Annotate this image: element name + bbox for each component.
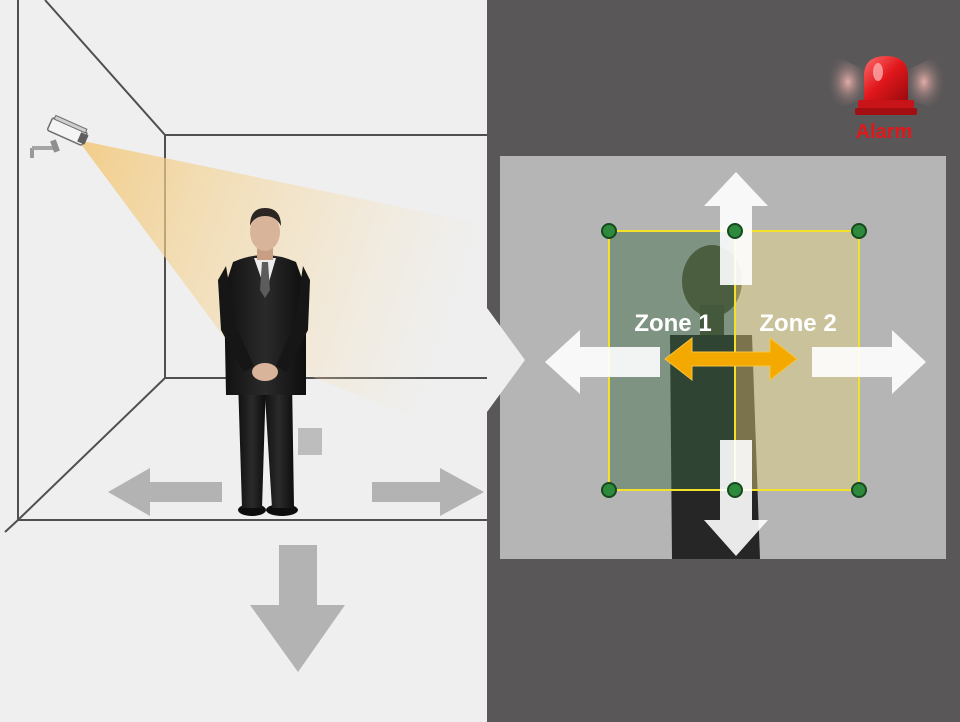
room-scene [0, 0, 487, 722]
corner-handle[interactable] [602, 483, 616, 497]
monitor-panel: Alarm [487, 0, 960, 722]
zone-1-label: Zone 1 [634, 310, 711, 337]
corner-handle[interactable] [728, 224, 742, 238]
zone-2-label: Zone 2 [759, 310, 836, 337]
move-back-arrow [298, 428, 322, 455]
corner-handle[interactable] [852, 224, 866, 238]
corner-handle[interactable] [602, 224, 616, 238]
camera-view: Zone 1 Zone 2 [500, 156, 946, 559]
corner-handle[interactable] [728, 483, 742, 497]
alarm-siren-icon [826, 52, 946, 115]
alarm-label: Alarm [856, 121, 913, 143]
corner-handle[interactable] [852, 483, 866, 497]
